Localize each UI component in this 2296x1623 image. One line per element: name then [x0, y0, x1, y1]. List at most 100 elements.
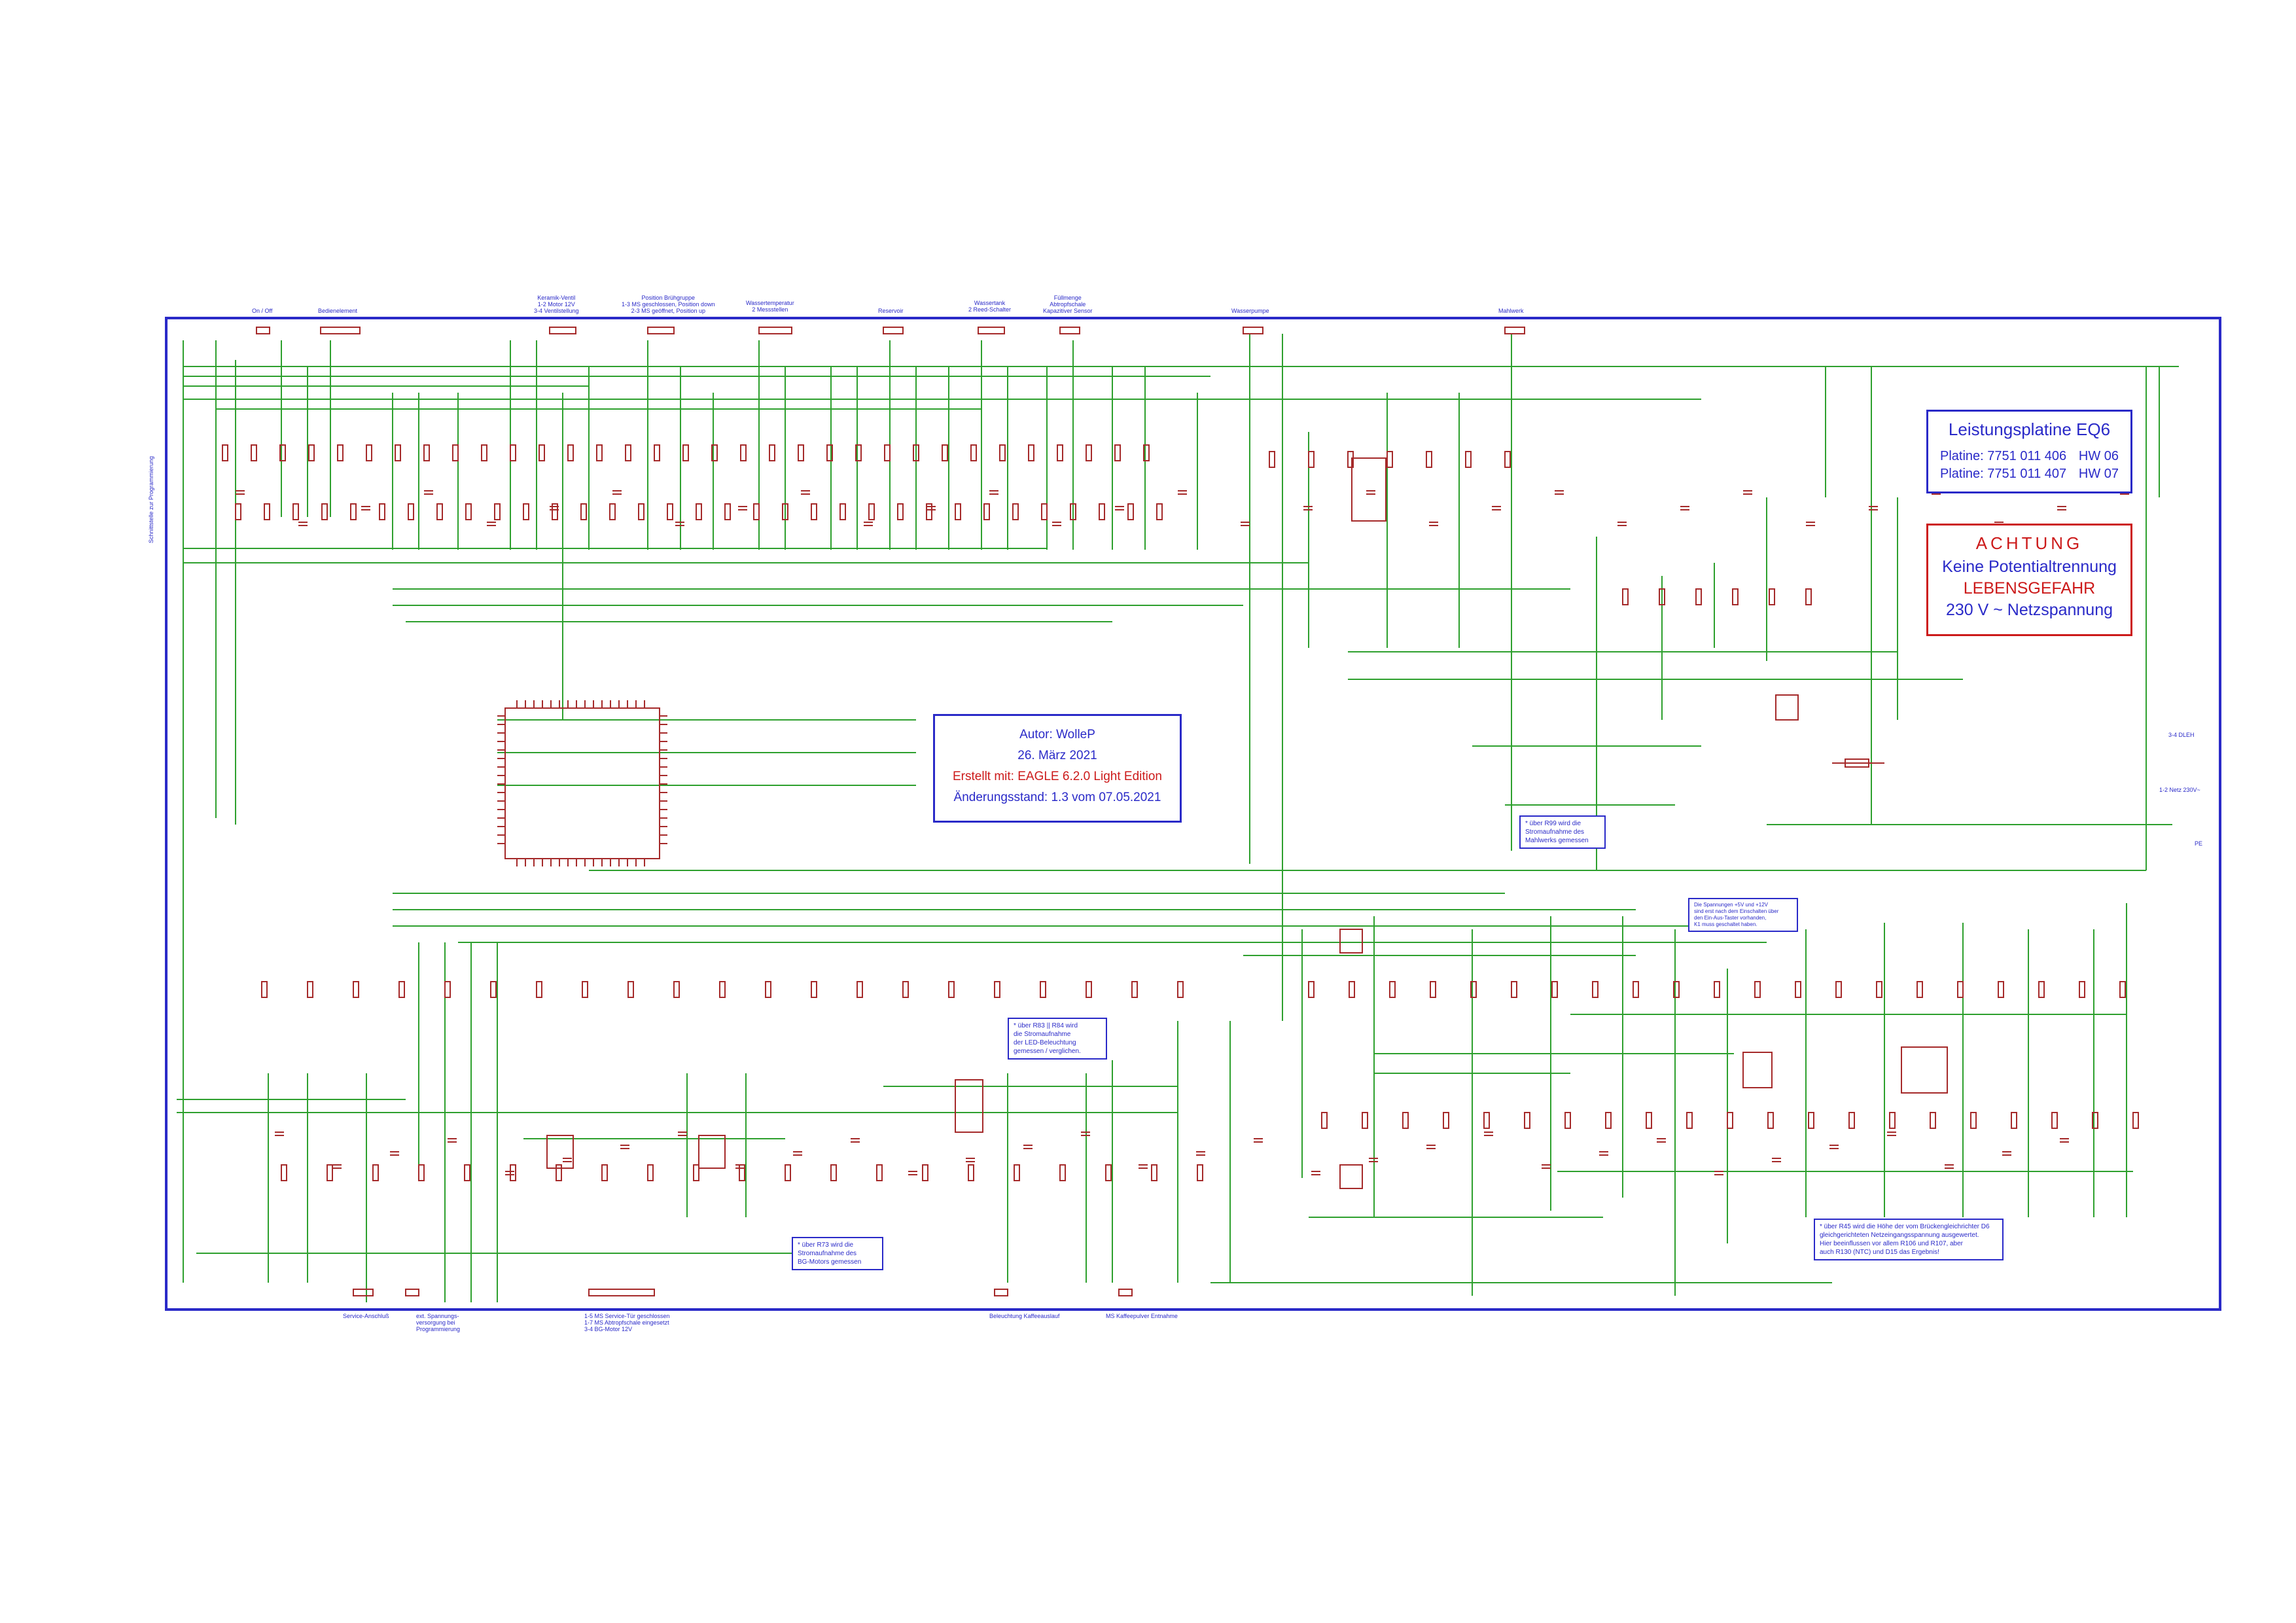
resistor: [719, 981, 726, 998]
header-wassertank: Wassertank 2 Reed-Schalter: [968, 300, 1012, 313]
resistor: [897, 503, 904, 520]
ic: [1339, 1164, 1363, 1189]
resistor: [1795, 981, 1801, 998]
footer-ext-spannung: ext. Spannungs- versorgung bei Programmi…: [416, 1313, 461, 1332]
resistor: [999, 444, 1006, 461]
resistor: [876, 1164, 883, 1181]
connector: [320, 327, 361, 334]
resistor: [494, 503, 501, 520]
resistor: [1592, 981, 1598, 998]
ic: [1339, 929, 1363, 954]
resistor: [279, 444, 286, 461]
resistor: [222, 444, 228, 461]
resistor: [2119, 981, 2126, 998]
resistor: [510, 1164, 516, 1181]
resistor: [1402, 1112, 1409, 1129]
connector: [1243, 327, 1263, 334]
connector: [1059, 327, 1080, 334]
resistor: [261, 981, 268, 998]
header-position-bruehgruppe: Position Brühgruppe 1-3 MS geschlossen, …: [622, 294, 715, 314]
resistor: [481, 444, 487, 461]
resistor: [464, 1164, 470, 1181]
resistor: [1633, 981, 1639, 998]
hw-label: HW 07: [2078, 467, 2119, 481]
warning-danger: LEBENSGEFAHR: [1963, 579, 2096, 597]
resistor: [292, 503, 299, 520]
header-mahlwerk: Mahlwerk: [1498, 308, 1524, 314]
resistor: [1754, 981, 1761, 998]
resistor: [638, 503, 645, 520]
warning-title: ACHTUNG: [1975, 533, 2083, 553]
resistor: [994, 981, 1000, 998]
resistor: [1727, 1112, 1733, 1129]
resistor: [398, 981, 405, 998]
resistor: [696, 503, 702, 520]
resistor: [264, 503, 270, 520]
resistor: [983, 503, 990, 520]
resistor: [436, 503, 443, 520]
resistor: [627, 981, 634, 998]
title-row: Platine: 7751 011 407 HW 07: [1928, 467, 2130, 482]
resistor: [1916, 981, 1923, 998]
resistor: [2079, 981, 2085, 998]
resistor: [307, 981, 313, 998]
warning-voltage: 230 V ~ Netzspannung: [1945, 601, 2113, 619]
connector: [588, 1289, 655, 1296]
resistor: [948, 981, 955, 998]
author-revision: Änderungsstand: 1.3 vom 07.05.2021: [953, 791, 1161, 804]
resistor: [1732, 588, 1739, 605]
header-wassertemperatur: Wassertemperatur 2 Messstellen: [746, 300, 794, 313]
title-text: Leistungsplatine EQ6: [1948, 419, 2111, 439]
resistor: [1114, 444, 1121, 461]
resistor: [1269, 451, 1275, 468]
resistor: [1622, 588, 1629, 605]
resistor: [1769, 588, 1775, 605]
connector: [1118, 1289, 1133, 1296]
resistor: [552, 503, 558, 520]
resistor: [1646, 1112, 1652, 1129]
platine-label: Platine: 7751 011 406: [1940, 449, 2067, 463]
ic: [1351, 457, 1386, 522]
ic: [1901, 1046, 1948, 1094]
resistor: [1564, 1112, 1571, 1129]
resistor: [423, 444, 430, 461]
resistor: [857, 981, 863, 998]
connector: [405, 1289, 419, 1296]
resistor: [1177, 981, 1184, 998]
resistor: [826, 444, 833, 461]
resistor: [855, 444, 862, 461]
resistor: [769, 444, 775, 461]
resistor: [1362, 1112, 1368, 1129]
resistor: [839, 503, 846, 520]
footer-beleuchtung: Beleuchtung Kaffeeauslauf: [989, 1313, 1060, 1319]
resistor: [1099, 503, 1105, 520]
resistor: [884, 444, 891, 461]
resistor: [711, 444, 718, 461]
resistor: [1835, 981, 1842, 998]
resistor: [1714, 981, 1720, 998]
footer-service-tuer: 1-5 MS Service-Tür geschlossen 1-7 MS Ab…: [584, 1313, 670, 1332]
header-reservoir: Reservoir: [878, 308, 904, 314]
resistor: [942, 444, 948, 461]
resistor: [1876, 981, 1882, 998]
resistor: [868, 503, 875, 520]
header-on-off: On / Off: [252, 308, 273, 314]
ic: [546, 1135, 574, 1169]
resistor: [1957, 981, 1964, 998]
resistor: [1511, 981, 1517, 998]
resistor: [1127, 503, 1134, 520]
resistor: [408, 503, 414, 520]
resistor: [1430, 981, 1436, 998]
resistor: [667, 503, 673, 520]
resistor: [1443, 1112, 1449, 1129]
resistor: [1504, 451, 1511, 468]
note-r45: * über R45 wird die Höhe der vom Brücken…: [1814, 1219, 2004, 1260]
hw-label: HW 06: [2078, 449, 2119, 463]
resistor: [539, 444, 545, 461]
resistor: [1889, 1112, 1896, 1129]
header-keramik-ventil: Keramik-Ventil 1-2 Motor 12V 3-4 Ventils…: [534, 294, 579, 314]
warning-text: Keine Potentialtrennung: [1942, 558, 2117, 576]
